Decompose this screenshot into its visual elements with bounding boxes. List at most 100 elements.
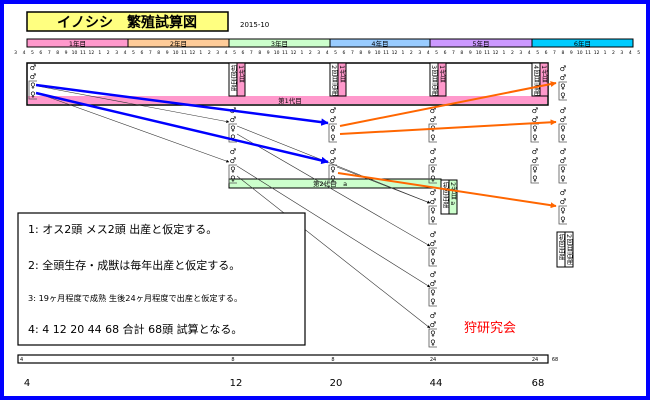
month-tick: 1: [300, 50, 303, 56]
year-cell: [531, 38, 634, 48]
month-tick: 4: [427, 50, 430, 56]
female-symbol: ♀: [230, 174, 236, 183]
female-symbol: ♀: [430, 174, 436, 183]
month-tick: 4: [326, 50, 329, 56]
month-tick: 1: [604, 50, 607, 56]
birth-label: 初回出産: [229, 64, 237, 93]
male-symbol: ♂: [230, 156, 237, 165]
month-tick: 1: [199, 50, 202, 56]
female-bracket: [228, 164, 237, 184]
animal-group: ♂♂♀♀: [558, 147, 567, 184]
first-generation-arrow: [35, 83, 329, 126]
female-symbol: ♀: [560, 91, 566, 100]
generation1-label: 第1代目: [278, 96, 302, 105]
female-symbol: ♀: [430, 165, 436, 174]
month-tick: 6: [343, 50, 346, 56]
month-tick: 9: [469, 50, 472, 56]
animal-group: ♂♂♀♀: [28, 63, 37, 100]
month-tick: 10: [375, 50, 381, 56]
generation-tag-box: [437, 62, 447, 97]
birth-label: 4回目出産: [532, 65, 540, 96]
male-symbol: ♂: [560, 73, 567, 82]
offspring-arrow: [236, 133, 431, 247]
female-bracket: [558, 81, 567, 101]
month-tick: 11: [484, 50, 490, 56]
month-tick: 10: [72, 50, 78, 56]
month-tick: 12: [594, 50, 600, 56]
increment-value: 24: [430, 357, 436, 363]
offspring-arrow: [36, 85, 230, 123]
generation1-band: [28, 96, 547, 104]
organization: 狩研究会: [464, 321, 516, 336]
female-symbol: ♀: [430, 248, 436, 257]
month-tick: 12: [190, 50, 196, 56]
male-symbol: ♂: [560, 197, 567, 206]
month-tick: 12: [291, 50, 297, 56]
month-tick: 4: [124, 50, 127, 56]
male-symbol: ♂: [330, 106, 337, 115]
month-tick: 5: [536, 50, 539, 56]
offspring-arrow: [36, 92, 230, 163]
month-tick: 4: [528, 50, 531, 56]
female-symbol: ♀: [230, 124, 236, 133]
month-tick: 4: [629, 50, 632, 56]
month-tick: 5: [233, 50, 236, 56]
female-bracket: [530, 164, 539, 184]
male-symbol: ♂: [532, 115, 539, 124]
year-label: 5年目: [472, 39, 489, 48]
generation-tag-box: [539, 62, 549, 97]
female-symbol: ♀: [30, 90, 36, 99]
month-tick: 12: [392, 50, 398, 56]
month-tick: 9: [267, 50, 270, 56]
offspring-arrow: [236, 165, 431, 288]
year-label: 6年目: [574, 39, 591, 48]
female-symbol: ♀: [430, 329, 436, 338]
second-generation-arrow: [337, 172, 557, 209]
birth-label-box: [564, 231, 574, 268]
month-tick: 3: [317, 50, 320, 56]
male-symbol: ♂: [430, 156, 437, 165]
month-tick: 5: [435, 50, 438, 56]
month-tick: 7: [452, 50, 455, 56]
year-label: 1年目: [69, 39, 86, 48]
male-symbol: ♂: [560, 106, 567, 115]
female-symbol: ♀: [430, 206, 436, 215]
generation-tag: 1代目: [338, 65, 346, 83]
month-tick: 8: [258, 50, 261, 56]
offspring-arrow: [236, 175, 431, 329]
title-box: [26, 11, 229, 32]
female-bracket: [228, 123, 237, 143]
male-symbol: ♂: [30, 63, 37, 72]
month-tick: 5: [132, 50, 135, 56]
total-value: 4: [24, 378, 30, 389]
generation-tag-box: [236, 62, 246, 97]
arrows: [35, 81, 557, 329]
offspring-arrow: [236, 125, 431, 204]
month-tick: 3: [14, 50, 17, 56]
second-generation-arrow: [339, 81, 557, 127]
male-symbol: ♂: [560, 156, 567, 165]
male-symbol: ♂: [532, 106, 539, 115]
animal-group: ♂♂♀♀: [558, 64, 567, 101]
month-tick: 7: [250, 50, 253, 56]
animal-group: ♂♂♀♀: [428, 188, 437, 225]
month-tick: 8: [157, 50, 160, 56]
female-symbol: ♀: [230, 165, 236, 174]
female-bracket: [428, 247, 437, 267]
female-bracket: [558, 205, 567, 225]
animal-group: ♂♂♀♀: [558, 188, 567, 225]
animal-group: ♂♂♀♀: [530, 147, 539, 184]
increment-value: 8: [331, 357, 334, 363]
date: 2015-10: [240, 21, 269, 29]
male-symbol: ♂: [532, 156, 539, 165]
month-tick: 9: [570, 50, 573, 56]
female-symbol: ♀: [330, 133, 336, 142]
female-bracket: [428, 328, 437, 348]
month-tick: 12: [493, 50, 499, 56]
month-tick: 11: [282, 50, 288, 56]
increment-value: 8: [231, 357, 234, 363]
note-1: 1: オス2頭 メス2頭 出産と仮定する。: [28, 222, 217, 236]
